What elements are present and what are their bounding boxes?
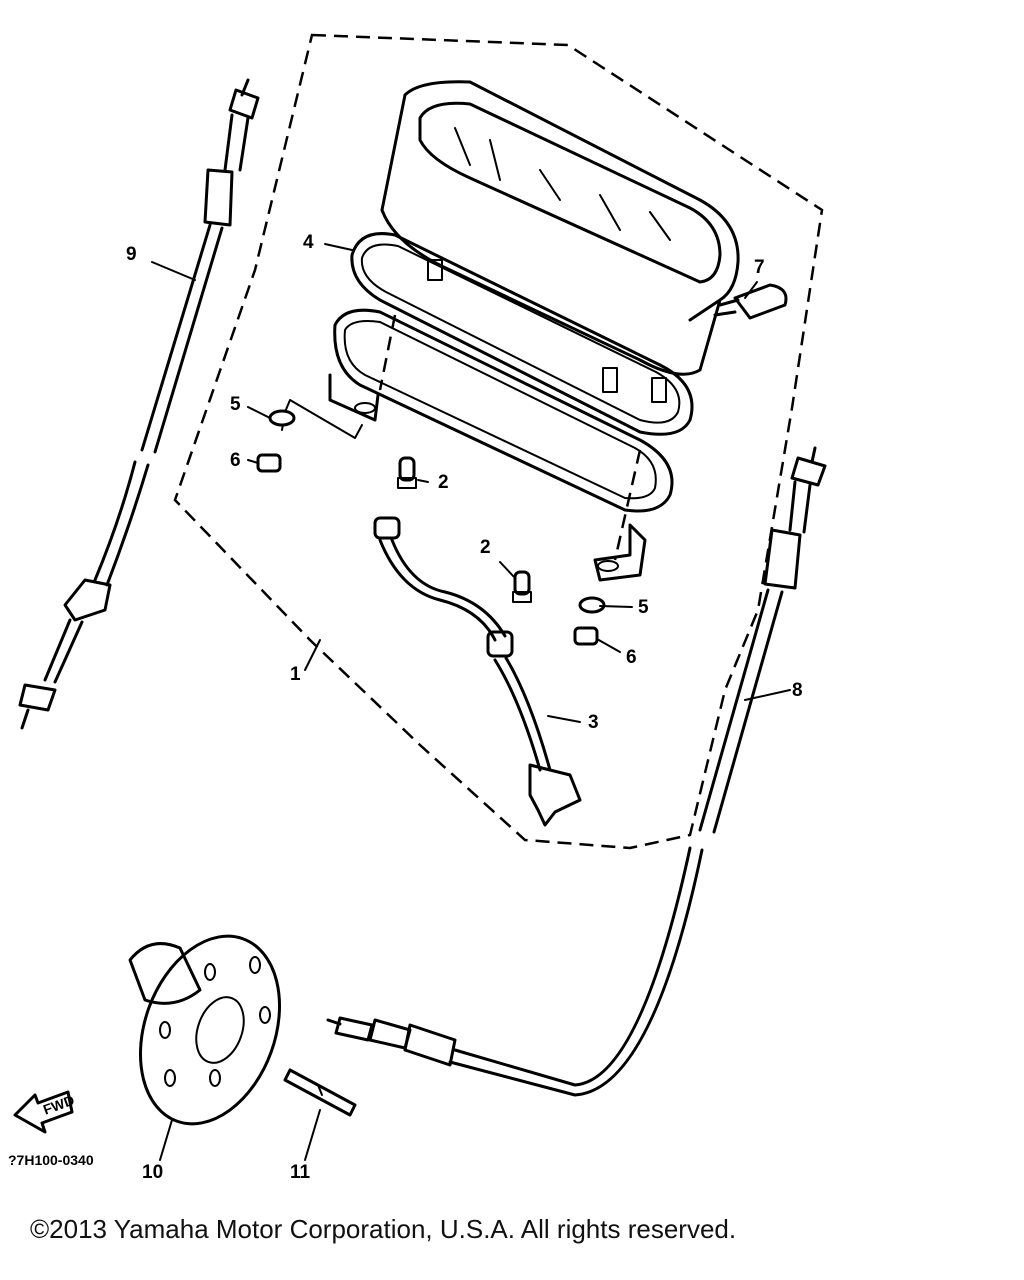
callout-7: 7 [754, 257, 765, 278]
drive-pin [283, 1068, 357, 1117]
callout-5-left: 5 [230, 394, 241, 415]
bulb-upper [397, 456, 417, 489]
meter-bracket [328, 308, 674, 582]
callout-3: 3 [588, 712, 599, 733]
callout-4: 4 [303, 232, 314, 253]
washer-right [578, 596, 606, 614]
callout-5-right: 5 [638, 597, 649, 618]
callout-8: 8 [792, 680, 803, 701]
callout-2-lower: 2 [480, 537, 491, 558]
cable-tachometer [18, 78, 260, 730]
fwd-arrow-icon: FWD [13, 1090, 76, 1134]
callout-6-right: 6 [626, 647, 637, 668]
assembly-boundary [173, 33, 824, 850]
callout-11: 11 [290, 1162, 311, 1183]
gasket-ring [350, 232, 694, 436]
drawing-code: ?7H100-0340 [8, 1152, 94, 1168]
bulb-lower [512, 570, 532, 603]
speedometer-gear-unit [128, 934, 282, 1126]
wire-harness [373, 516, 582, 827]
callout-9: 9 [126, 244, 137, 265]
meter-housing [380, 80, 740, 403]
lamp-socket [713, 283, 788, 320]
nut-left [256, 453, 282, 473]
callout-1: 1 [290, 664, 301, 685]
copyright-notice: ©2013 Yamaha Motor Corporation, U.S.A. A… [30, 1214, 737, 1244]
nut-right [573, 626, 599, 646]
callout-2-upper: 2 [438, 472, 449, 493]
washer-left [268, 409, 296, 427]
cable-speedometer [326, 446, 827, 1097]
callout-10: 10 [142, 1162, 163, 1183]
callout-6-left: 6 [230, 450, 241, 471]
